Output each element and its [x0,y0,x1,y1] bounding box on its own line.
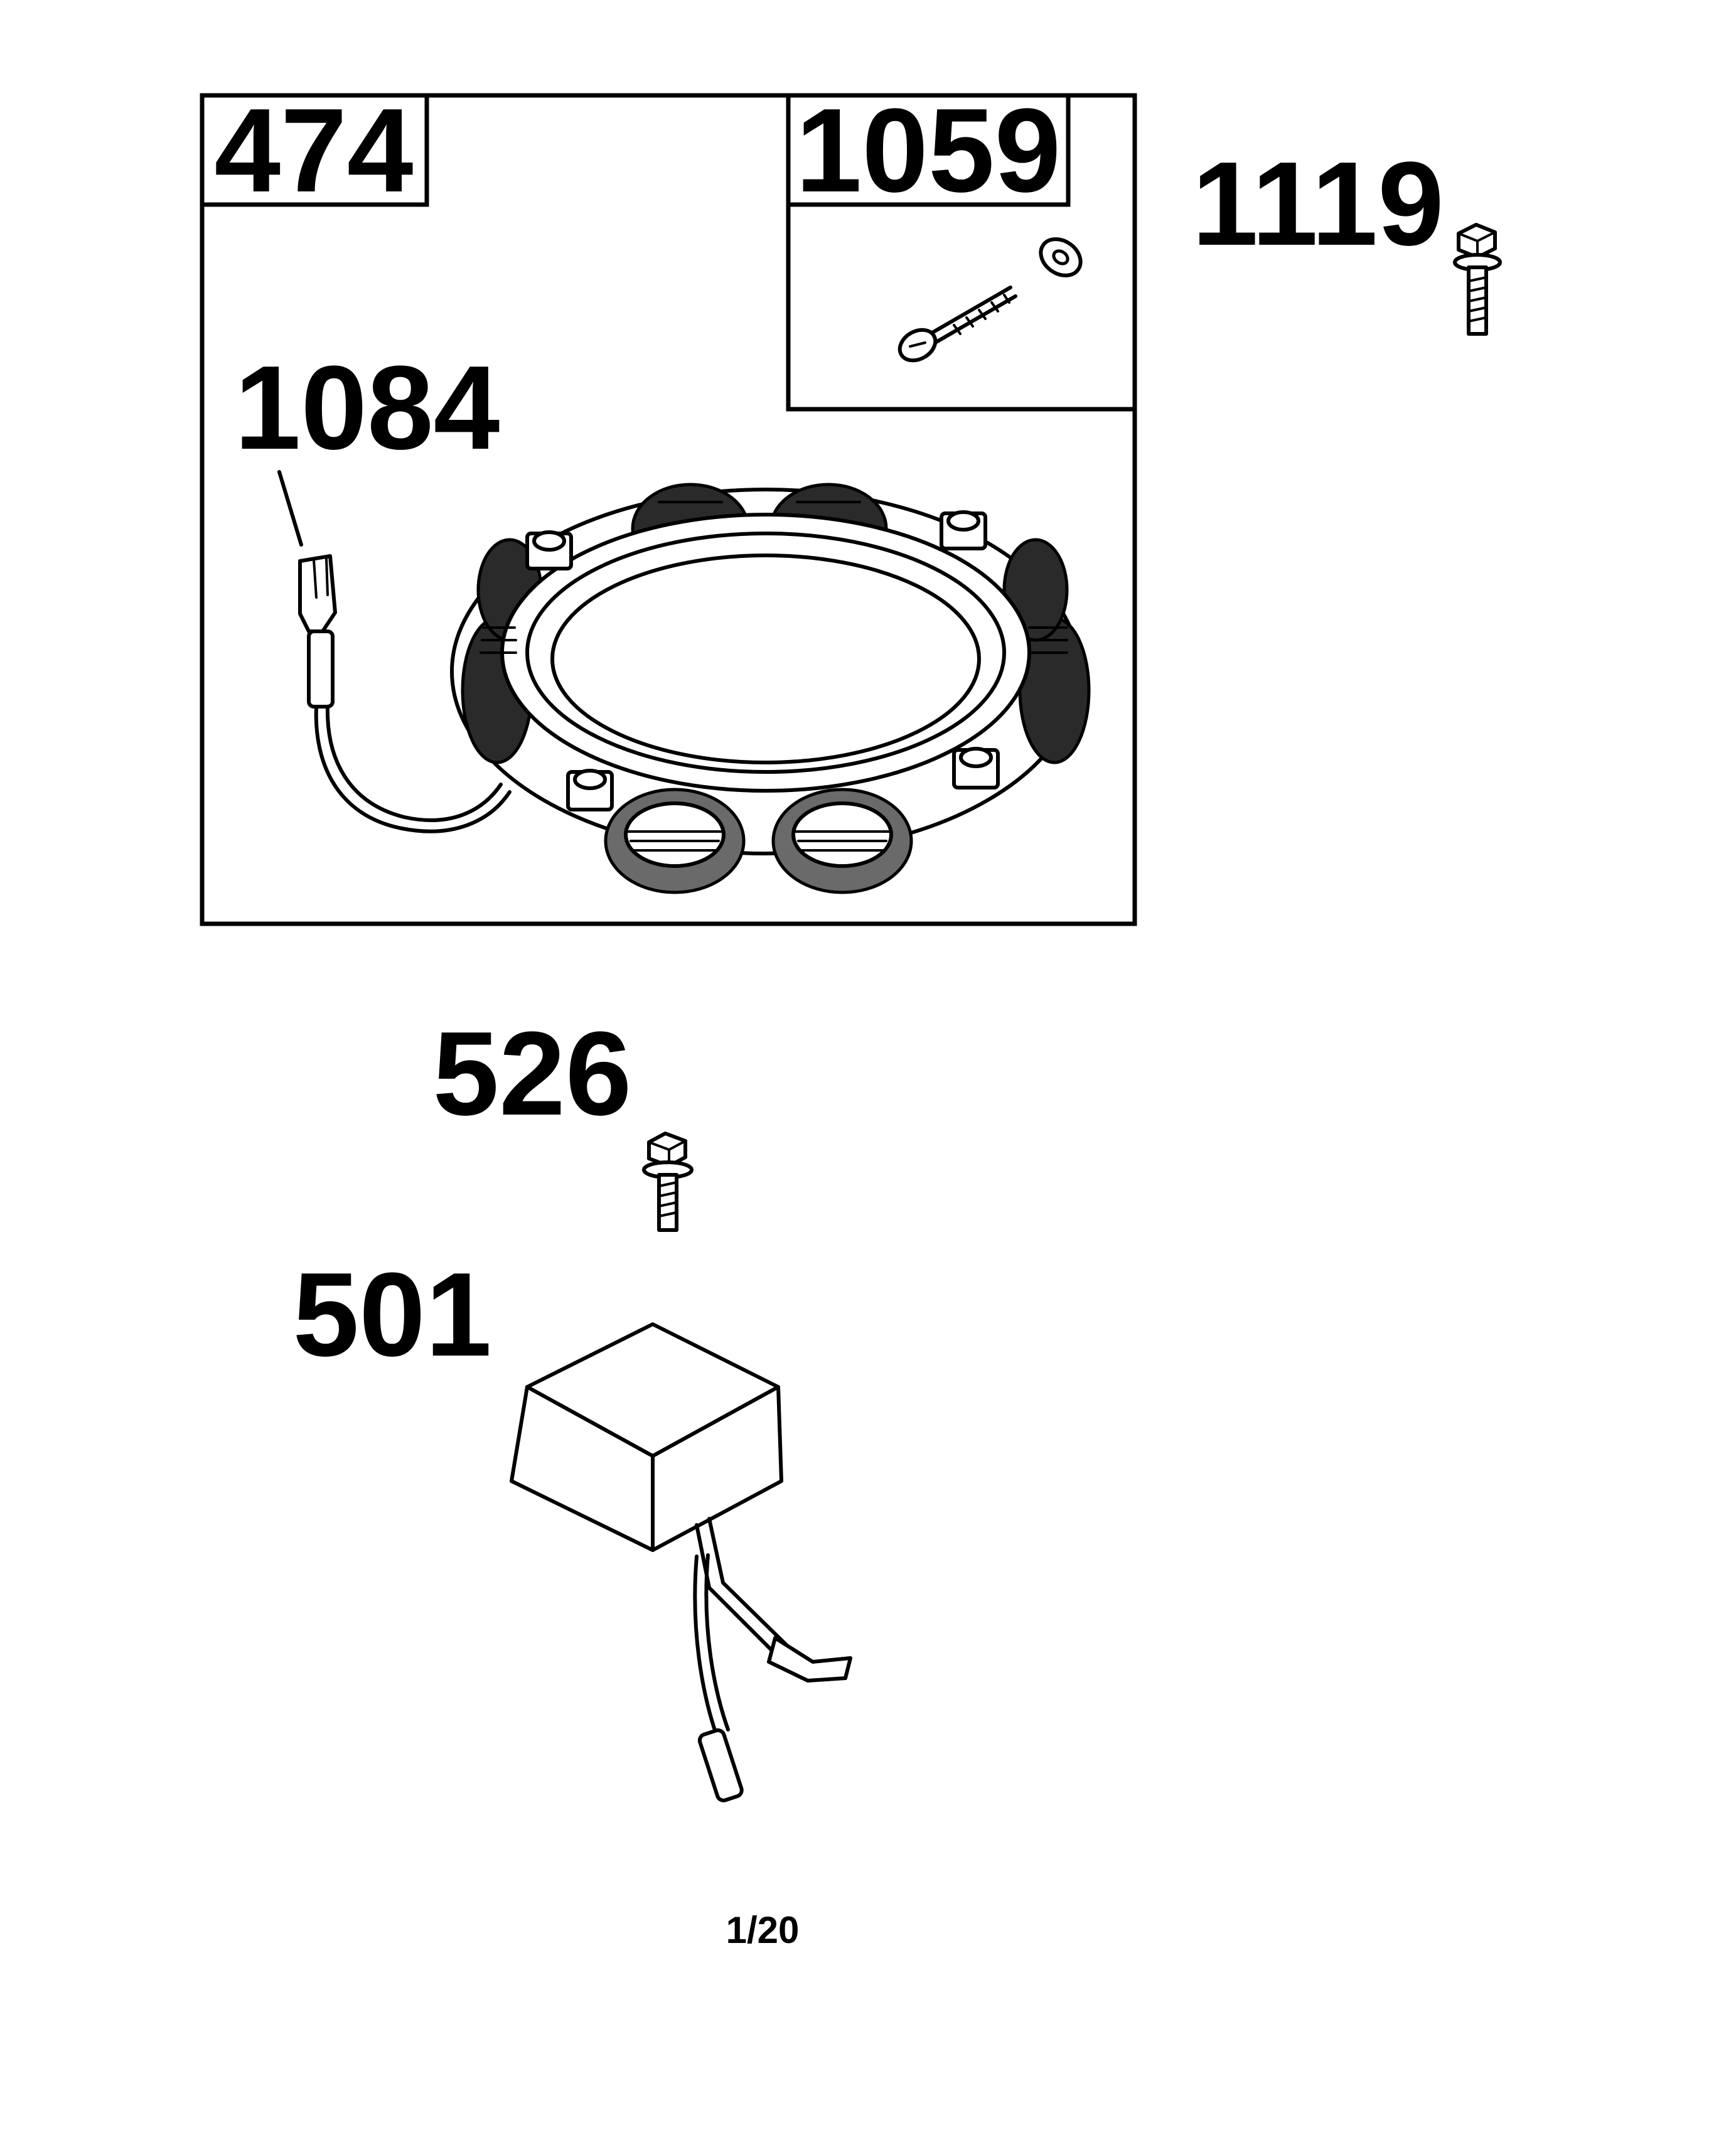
connector-1084-leader [277,470,303,547]
wire-connector-icon [298,554,512,833]
stator-icon [450,483,1091,894]
kit-474-label: 474 [214,84,413,217]
kit-1059-label: 1059 [796,84,1061,217]
bolt-icon [1453,223,1502,336]
bolt-icon [642,1132,694,1232]
screw-icon [897,286,1017,363]
washer-icon [1039,237,1083,277]
regulator-icon [510,1322,852,1802]
regulator-501-label: 501 [292,1248,491,1381]
bolt-526-label: 526 [432,1007,631,1140]
kit-474-frame [200,93,1137,926]
kit-474-label-box [200,93,429,207]
kit-1059-label-box [786,93,1071,207]
connector-1084-label: 1084 [235,341,500,474]
page-number: 1/20 [726,1909,800,1951]
bolt-1119-label: 1119 [1192,137,1444,270]
